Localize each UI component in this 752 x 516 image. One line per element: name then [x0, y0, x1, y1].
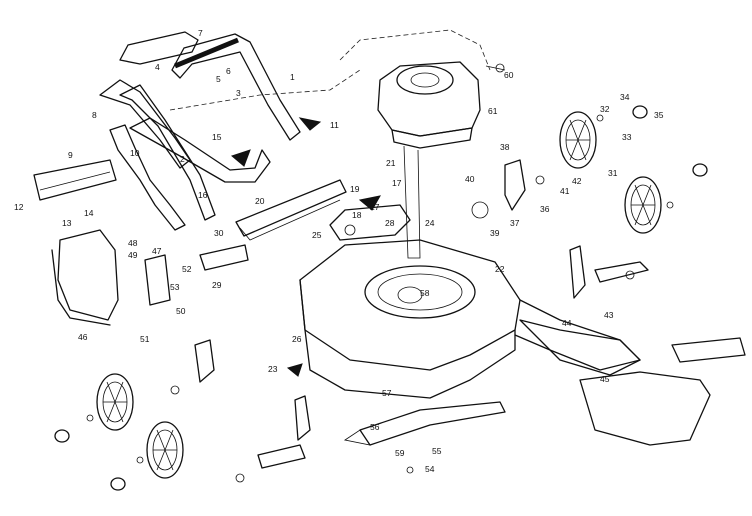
- callout-50: 50: [176, 306, 186, 316]
- callout-42: 42: [572, 176, 582, 186]
- callout-41: 41: [560, 186, 570, 196]
- wheel-rear-right-lower: [624, 176, 662, 234]
- hub-caps: [54, 105, 708, 491]
- callout-54: 54: [425, 464, 435, 474]
- callout-2: 2: [180, 154, 185, 164]
- callout-56: 56: [370, 422, 380, 432]
- callout-17: 17: [392, 178, 402, 188]
- callout-37: 37: [510, 218, 520, 228]
- callout-55: 55: [432, 446, 442, 456]
- callout-8: 8: [92, 110, 97, 120]
- callout-44: 44: [562, 318, 572, 328]
- callout-46: 46: [78, 332, 88, 342]
- callout-4: 4: [155, 62, 160, 72]
- callout-39: 39: [490, 228, 500, 238]
- blade: [343, 401, 506, 446]
- callout-labels: 1 2 3 4 5 6 7 8 9 10 11 12 13 14 15 16 1…: [14, 28, 664, 474]
- callout-32: 32: [600, 104, 610, 114]
- callout-7: 7: [198, 28, 203, 38]
- callout-49: 49: [128, 250, 138, 260]
- callout-59: 59: [395, 448, 405, 458]
- callout-57: 57: [382, 388, 392, 398]
- callout-24: 24: [425, 218, 435, 228]
- callout-29: 29: [212, 280, 222, 290]
- callout-38: 38: [500, 142, 510, 152]
- grass-chute: [33, 159, 119, 326]
- callout-13: 13: [62, 218, 72, 228]
- callout-43: 43: [604, 310, 614, 320]
- callout-11: 11: [330, 120, 339, 130]
- callout-36: 36: [540, 204, 550, 214]
- callout-10: 10: [130, 148, 140, 158]
- callout-21: 21: [386, 158, 396, 168]
- callout-14: 14: [84, 208, 94, 218]
- callout-19: 19: [350, 184, 360, 194]
- callout-16: 16: [198, 190, 208, 200]
- callout-23: 23: [268, 364, 278, 374]
- callout-48: 48: [128, 238, 138, 248]
- callout-20: 20: [255, 196, 265, 206]
- callout-28: 28: [385, 218, 395, 228]
- callout-22: 22: [495, 264, 505, 274]
- callout-15: 15: [212, 132, 222, 142]
- callout-26: 26: [292, 334, 302, 344]
- callout-52: 52: [182, 264, 192, 274]
- callout-58: 58: [420, 288, 430, 298]
- wheel-front-left-lower: [146, 421, 184, 479]
- callout-47: 47: [152, 246, 162, 256]
- callout-5: 5: [216, 74, 221, 84]
- callout-60: 60: [504, 70, 514, 80]
- rear-baffle: [235, 179, 347, 241]
- callout-45: 45: [600, 374, 610, 384]
- callout-27: 27: [370, 202, 380, 212]
- callout-34: 34: [620, 92, 630, 102]
- callout-30: 30: [214, 228, 224, 238]
- callout-1: 1: [290, 72, 295, 82]
- callout-31: 31: [608, 168, 618, 178]
- handle-assembly: [99, 29, 491, 231]
- callout-12: 12: [14, 202, 24, 212]
- callout-3: 3: [236, 88, 241, 98]
- height-adjusters: [144, 159, 649, 469]
- callout-9: 9: [68, 150, 73, 160]
- callout-51: 51: [140, 334, 150, 344]
- callout-35: 35: [654, 110, 664, 120]
- callout-40: 40: [465, 174, 475, 184]
- side-discharge: [519, 319, 746, 446]
- callout-33: 33: [622, 132, 632, 142]
- engine: [377, 61, 506, 259]
- fasteners: [86, 114, 674, 483]
- callout-25: 25: [312, 230, 322, 240]
- callout-6: 6: [226, 66, 231, 76]
- wheel-rear-right-upper: [559, 111, 597, 169]
- callout-61: 61: [488, 106, 498, 116]
- callout-18: 18: [352, 210, 362, 220]
- wheel-front-left-upper: [96, 373, 134, 431]
- callout-53: 53: [170, 282, 180, 292]
